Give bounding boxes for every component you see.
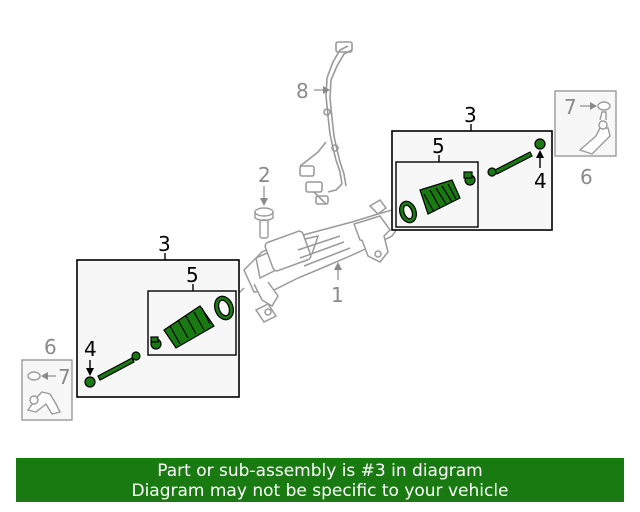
nut-right xyxy=(597,101,611,111)
inner-tie-rod-right xyxy=(487,151,533,177)
boot-left xyxy=(163,295,235,349)
callout-6-left: 6 xyxy=(44,335,57,359)
outer-tie-rod-right xyxy=(578,111,611,155)
notice-line-1: Part or sub-assembly is #3 in diagram xyxy=(157,461,483,481)
boot-clamp-left xyxy=(150,336,162,350)
bolt xyxy=(254,207,274,239)
callout-7-left: 7 xyxy=(58,365,71,389)
callout-arrow-7-left xyxy=(41,372,48,380)
callout-8: 8 xyxy=(296,79,309,103)
nut-left xyxy=(27,371,41,381)
callout-1: 1 xyxy=(331,283,344,307)
inner-tie-rod-left xyxy=(97,351,141,381)
callout-arrow-1 xyxy=(334,262,342,270)
callout-7-right: 7 xyxy=(564,95,577,119)
callout-2: 2 xyxy=(258,163,271,187)
notice-line-2: Diagram may not be specific to your vehi… xyxy=(131,481,509,501)
callout-4-left: 4 xyxy=(84,337,97,361)
jam-nut-left xyxy=(84,376,96,388)
callout-3-right: 3 xyxy=(464,103,477,127)
callout-arrow-2 xyxy=(260,198,268,206)
notice-banner: Part or sub-assembly is #3 in diagram Di… xyxy=(16,458,624,502)
callout-6-right: 6 xyxy=(580,165,593,189)
callout-arrow-8 xyxy=(323,86,330,94)
steering-rack-assembly xyxy=(225,199,419,323)
callout-4-right: 4 xyxy=(534,169,547,193)
wiring-harness xyxy=(299,41,353,205)
outer-tie-rod-left xyxy=(26,391,62,415)
boot-kit-box-right xyxy=(395,161,479,228)
boot-right xyxy=(398,179,461,224)
jam-nut-right xyxy=(534,138,546,150)
callout-3-left: 3 xyxy=(158,232,171,256)
callout-arrow-7-right xyxy=(590,102,597,110)
callout-5-left: 5 xyxy=(186,263,199,287)
boot-clamp-right xyxy=(463,171,476,186)
boot-kit-box-left xyxy=(147,290,237,356)
callout-arrow-4-right xyxy=(536,150,544,158)
callout-5-right: 5 xyxy=(432,134,445,158)
callout-arrow-4-left xyxy=(86,368,94,376)
